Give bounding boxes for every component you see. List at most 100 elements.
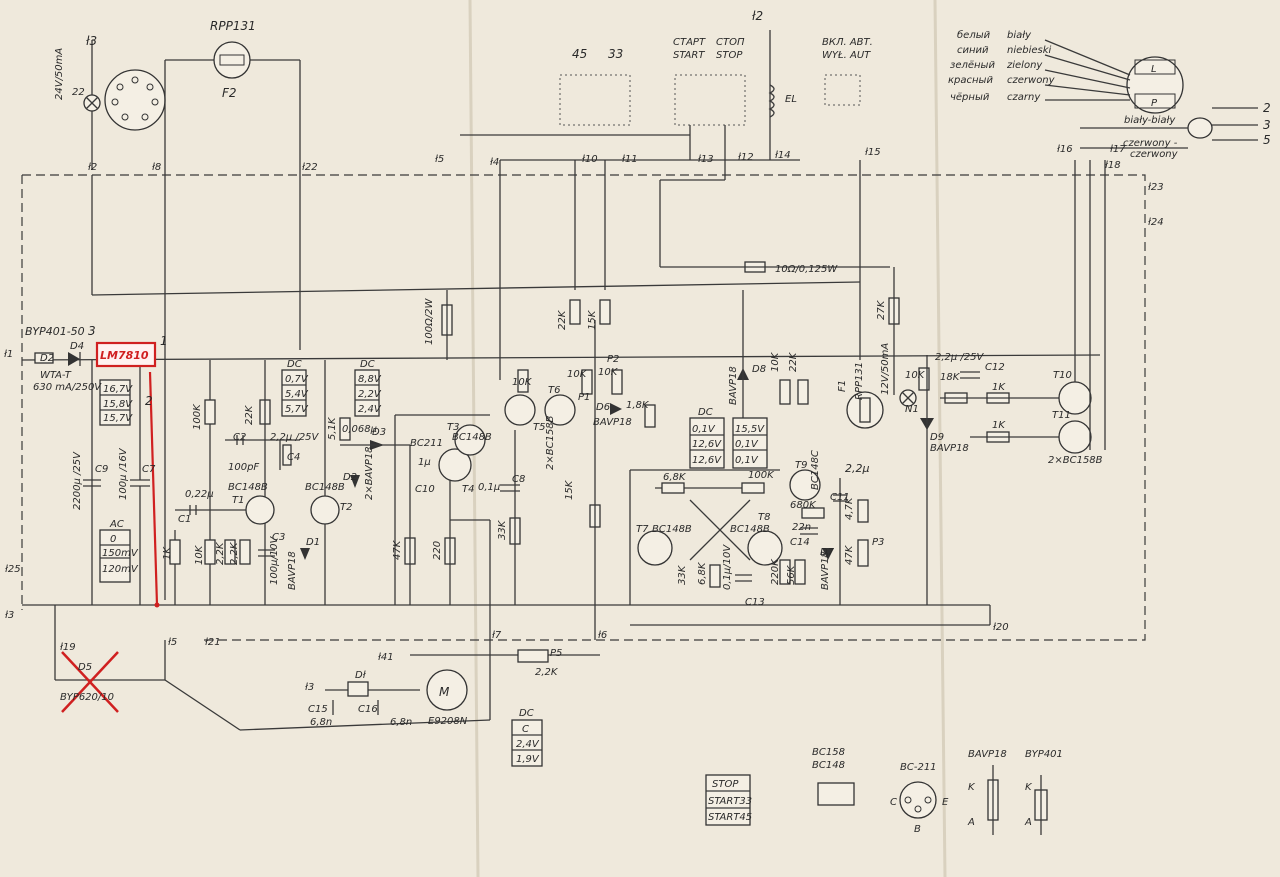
pickup-l: L [1151, 64, 1157, 75]
wire-black-ru: чёрный [950, 92, 990, 103]
resistor-1k-label: 1K [162, 546, 173, 560]
diode-d1-icon [300, 548, 310, 560]
annotation-num: 1 [160, 334, 168, 348]
legend-bc148: BC148 [812, 760, 845, 771]
resistor-33k-label: 33K [677, 564, 688, 585]
wire-white: biały [1007, 30, 1032, 41]
legend-bc211: BC-211 [900, 762, 937, 773]
resistor-27k-label: 27K [876, 299, 887, 320]
coil-el-icon [768, 84, 775, 118]
dc-voltage: 5,7V [285, 404, 309, 415]
terminal-label: ł14 [775, 150, 791, 161]
dc-head: DC [360, 359, 375, 370]
terminal-label: ł15 [865, 147, 881, 158]
lamp-number: 22 [72, 87, 85, 98]
output-pin-3: 3 [1263, 118, 1271, 132]
resistor-22k-label: 22K [244, 404, 255, 425]
potentiometer-p5-label: P5 [550, 648, 562, 659]
wire-red-ru: красный [948, 75, 993, 86]
terminal-label: ł5 [435, 154, 444, 165]
capacitor-c13-label: C13 [745, 597, 765, 608]
terminal-label: ł6 [598, 630, 607, 641]
capacitor-c8-label: C8 [512, 474, 525, 485]
legend-pin-b: B [914, 824, 921, 835]
transistor-t8-type: BC148B [730, 524, 770, 535]
wire-green-ru: зелёный [950, 60, 995, 71]
red-annotation [61, 341, 160, 713]
legend-k: K [968, 782, 976, 793]
transistor-t4-label: T4 [462, 484, 474, 495]
transistor-t10-label: T10 [1053, 370, 1072, 381]
motor-icon [426, 669, 468, 711]
resistor-r24 [918, 367, 930, 391]
resistor-10k-label: 10K [905, 370, 926, 381]
terminal-label: ł12 [738, 152, 754, 163]
speed-33-label: 33 [608, 47, 623, 61]
resistor-5-1k-label: 5,1K [327, 416, 338, 440]
stop-label-ru: СТОП [716, 37, 745, 48]
pickup-cartridge-icon [1126, 56, 1184, 114]
potentiometer-p3-label: P3 [872, 537, 884, 548]
resistor-r17 [661, 482, 685, 494]
diode-d5-type: BYP620/10 [60, 692, 114, 703]
capacitor-c11-value: 2,2μ [845, 462, 870, 475]
transistor-t7-icon [637, 530, 673, 566]
resistor-2-2k-label: 2,2K [215, 541, 226, 565]
lamp-rating: 12V/50mA [880, 343, 891, 395]
resistor-2-2k-a [224, 539, 236, 565]
diode-d3-label: D3 [372, 427, 386, 438]
dc-box-2 [732, 417, 768, 469]
resistor-220k-label: 220K [770, 558, 781, 585]
resistor-220-label: 220 [432, 541, 443, 560]
photoresistor-label: RPP131 [210, 19, 256, 33]
wire-green: zielony [1006, 60, 1043, 71]
start-stop-switch-icon [674, 74, 746, 126]
photoresistor-f1-type: RPP131 [854, 362, 865, 400]
resistor-10k [204, 539, 216, 565]
wire-blue-ru: синий [957, 45, 989, 56]
diode-d6-type: BAVP18 [593, 417, 632, 428]
legend-stop: STOP [712, 779, 739, 790]
transistor-t9-type: BC148C [810, 450, 821, 490]
terminal-label: ł3 [5, 610, 14, 621]
transistor-t7-type: BC148B [652, 524, 692, 535]
switch-block [460, 30, 861, 267]
preamp-dc-box [281, 369, 307, 417]
speed-switch-icon [559, 74, 631, 126]
resistor-10k-label: 10K [194, 544, 205, 565]
transistor-t2-label: T2 [340, 502, 352, 513]
wire-red: czerwony [1007, 75, 1056, 86]
terminal-label: ł10 [582, 154, 598, 165]
resistor-r30 [779, 559, 791, 585]
legend-start33: START33 [708, 796, 752, 807]
resistor-18k-label: 18K [940, 372, 961, 383]
dc-voltage: 0,1V [735, 439, 759, 450]
dc-head: DC [287, 359, 302, 370]
choke-dl-icon [347, 681, 369, 697]
transistor-t5-icon [504, 394, 536, 426]
capacitor-c10-label: C10 [415, 484, 435, 495]
start-label: START [673, 50, 705, 61]
resistor-33k-label: 33K [497, 519, 508, 540]
terminal-label: ł2 [88, 162, 97, 173]
dc-head: DC [698, 407, 713, 418]
diode-d1-type: BAVP18 [287, 551, 298, 590]
resistor-680k-label: 680K [790, 500, 817, 511]
output-pin-2: 2 [1263, 101, 1271, 115]
resistor-r22 [779, 379, 791, 405]
resistor-56k-label: 56K [786, 564, 797, 585]
resistor-6-8k [709, 564, 721, 588]
wire-white-white: biały-biały [1124, 115, 1176, 126]
capacitor-c5-value: 0,068μ [342, 424, 377, 435]
potentiometer-p2-label: P2 [607, 354, 619, 365]
legend-k: K [1025, 782, 1033, 793]
resistor-1k [169, 539, 181, 565]
capacitor-c14-value: 22n [792, 522, 811, 533]
resistor-680k [801, 507, 825, 519]
potentiometer-p5-value: 2,2K [535, 667, 559, 678]
capacitor-c7-value: 100μ /16V [118, 447, 129, 500]
chassis-outline [21, 174, 1146, 641]
potentiometer-p1-value: 10K [567, 369, 588, 380]
capacitor-c13-value: 0,1μ/10V [722, 544, 733, 590]
